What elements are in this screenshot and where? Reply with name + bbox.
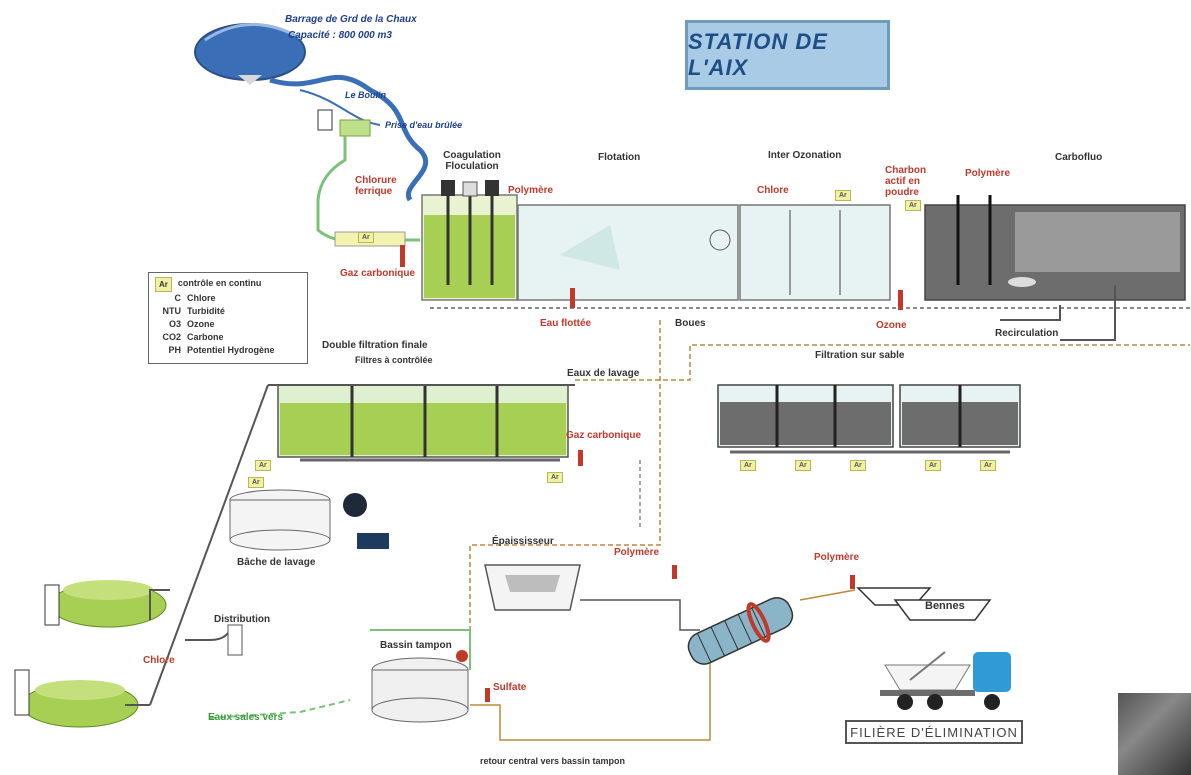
ozonation-tank [739,204,891,301]
carbofluo-outflow [1060,285,1116,341]
thickener-to-centrifuge [580,599,700,631]
reservoir-upper [44,580,167,628]
distribution-label: Distribution [214,614,271,625]
boues-label: Boues [675,318,706,329]
double-filtration-sub: Filtres à contrôlée [355,355,433,365]
corner-photo [1118,693,1191,775]
filiere-elimination-box: FILIÈRE D'ÉLIMINATION [845,720,1023,744]
thickener [484,564,581,611]
eaux-lavage-label: Eaux de lavage [567,368,640,379]
polymere-label-1: Polymère [508,185,554,196]
sulfate-label: Sulfate [493,682,527,693]
centrifuge-to-skip [799,589,856,601]
flotation-tank [517,204,739,301]
gaz-carbonique-label-2: Gaz carbonique [566,430,642,441]
recirculation-label: Recirculation [995,328,1059,339]
eau-flottee-label: Eau flottée [540,318,592,329]
buffer-tank [370,629,471,723]
carbofluo-tank [924,195,1186,301]
eaux-sales-label: Eaux sales vers [208,712,284,723]
double-filtration-label: Double filtration finale [322,340,428,351]
chlore-label-3: Chlore [143,655,175,666]
distribution-main [149,384,269,706]
station-title: STATION DE L'AIX [688,29,828,80]
recirculation-pipe [1000,305,1061,321]
filtration-sable-label: Filtration sur sable [815,350,905,361]
dam-capacity: Capacité : 800 000 m3 [288,30,392,41]
dam-label: Barrage de Grd de la Chaux [285,14,417,25]
intake-label: Prise d'eau brûlée [385,120,463,130]
legend-header: Ar contrôle en continu [155,277,301,292]
sensor-badge: Ar [980,460,996,471]
inter-ozonation-label: Inter Ozonation [768,150,842,161]
sensor-badge: Ar [255,460,271,471]
legend-badge: Ar [155,277,172,292]
sensor-badge: Ar [740,460,756,471]
retour-label: retour central vers bassin tampon [480,756,626,766]
wash-water-line [575,344,1190,381]
polymere-label-3: Polymère [614,547,660,558]
station-title-box: STATION DE L'AIX [685,20,890,90]
bassin-tampon-label: Bassin tampon [380,640,452,651]
river [269,74,429,202]
sensor-badge: Ar [850,460,866,471]
reservoir-lower [14,669,139,728]
sensor-badge: Ar [905,200,921,211]
river-label: Le Boulin [345,90,386,100]
charbon-actif-label: Charbon actif en poudre [885,165,927,198]
centrifuge [687,597,794,665]
bennes-label: Bennes [925,600,965,612]
coagulation-label: Coagulation Floculation [443,150,501,172]
sensor-badge: Ar [358,232,374,243]
wash-pumps [343,493,389,549]
sensor-badge: Ar [835,190,851,201]
buffer-outflow [470,640,711,741]
sludge-skips [856,587,992,621]
sand-filtration-filters [717,384,1021,454]
distribution-tower [227,624,243,656]
epaississeur-label: Épaississeur [492,536,554,547]
double-filtration-filters [277,384,569,462]
polymere-label-4: Polymère [814,552,860,563]
dam-reservoir [194,23,306,85]
sludge-return-line [469,320,661,640]
wash-tank [229,489,331,551]
polymere-label-2: Polymère [965,168,1011,179]
carbofluo-label: Carbofluo [1055,152,1103,163]
ozone-label: Ozone [876,320,907,331]
sensor-badge: Ar [248,477,264,488]
reagent-markers [400,245,903,702]
intake-structure [317,109,371,137]
legend-header-text: contrôle en continu [177,278,262,288]
raw-green-line [209,699,351,719]
bache-lavage-label: Bâche de lavage [237,557,316,568]
sensor-badge: Ar [925,460,941,471]
gaz-carbonique-label-1: Gaz carbonique [340,268,416,279]
sensor-badge: Ar [795,460,811,471]
sensor-badge: Ar [547,472,563,483]
flotation-label: Flotation [598,152,641,163]
truck [880,651,1011,710]
chlore-label-2: Chlore [757,185,789,196]
chlorure-ferrique-label: Chlorure ferrique [355,175,397,197]
coagulation-tank [421,180,518,301]
